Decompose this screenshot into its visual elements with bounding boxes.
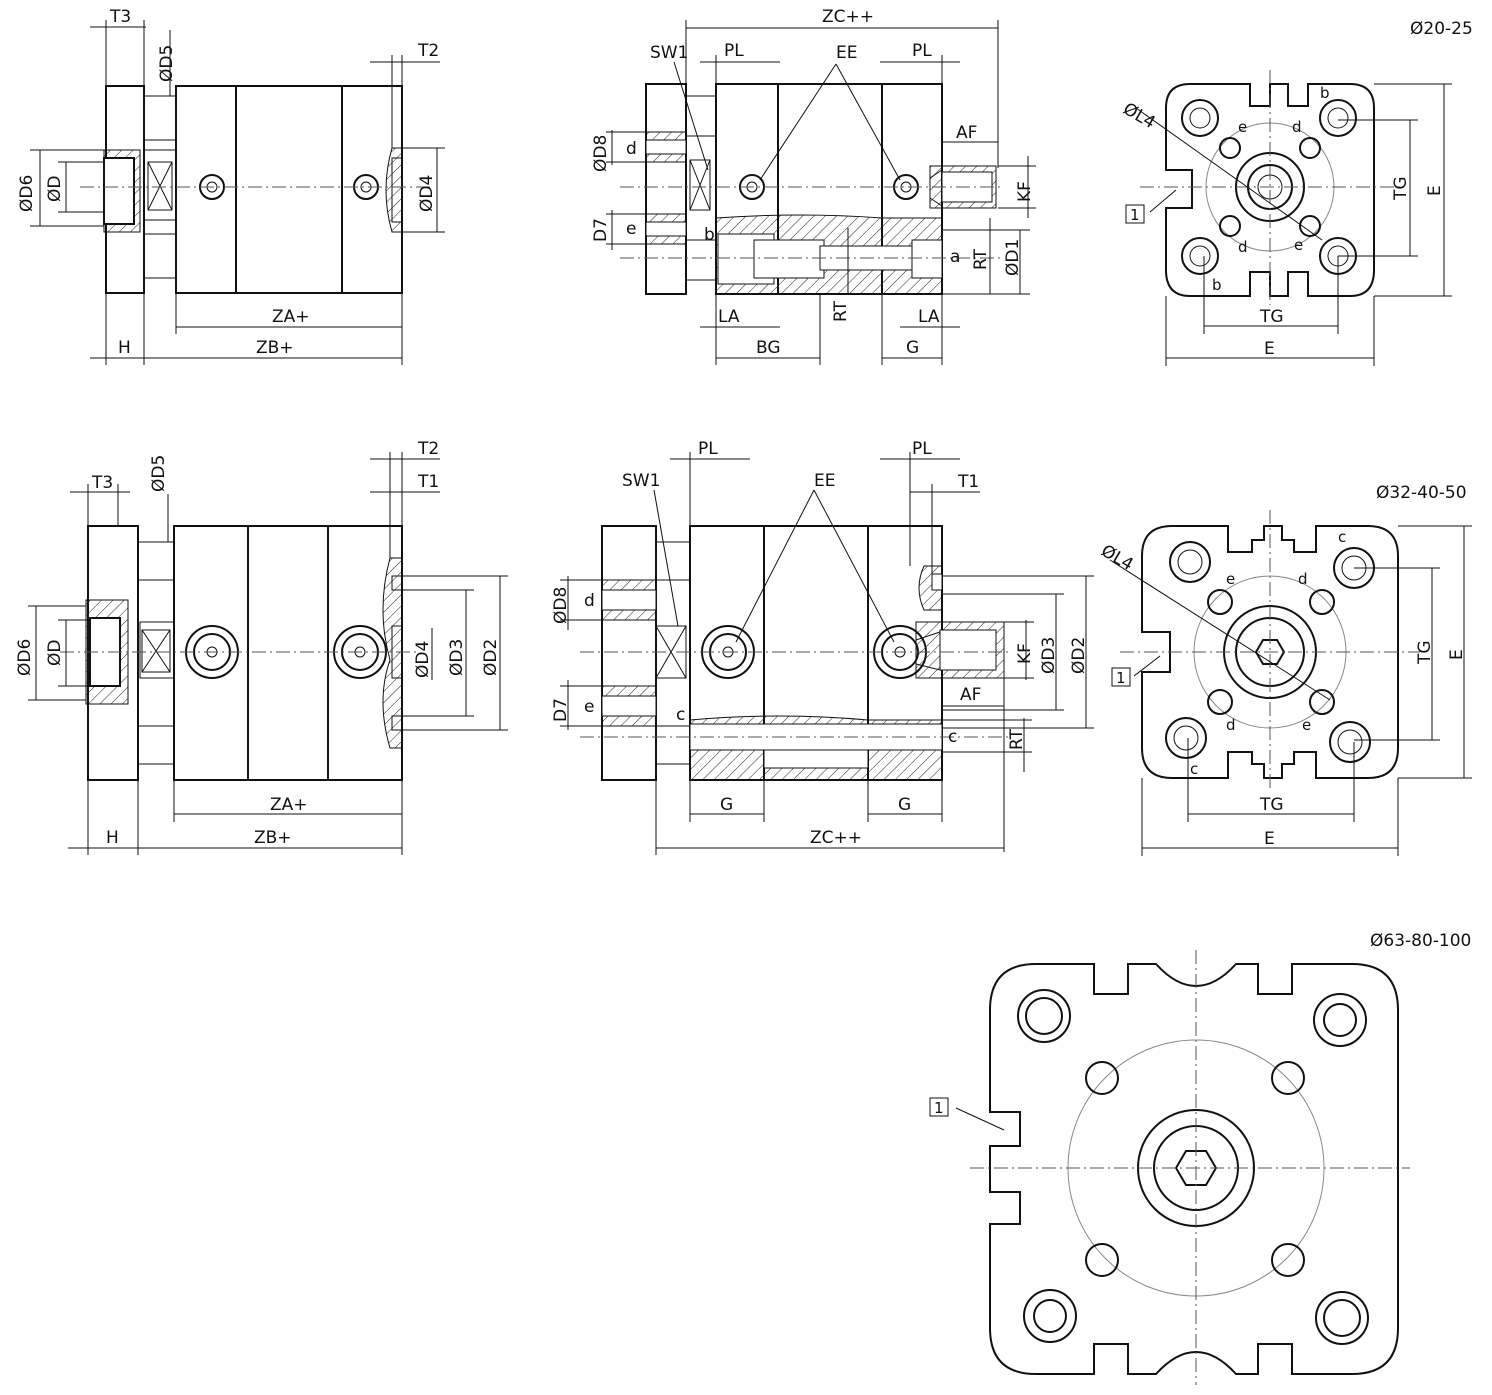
letter-c-end-1: c	[1338, 528, 1346, 546]
dim-D4-top: ØD4	[417, 175, 437, 212]
dim-ZB-mid: ZB+	[254, 828, 292, 848]
dim-T1-mid-sec: T1	[957, 472, 979, 492]
dim-D8-mid: ØD8	[551, 587, 571, 624]
dim-PL-top-left: PL	[724, 41, 744, 61]
dim-D5-top: ØD5	[157, 45, 177, 82]
dim-PL-top-right: PL	[912, 41, 932, 61]
dim-D4-mid: ØD4	[413, 641, 433, 678]
dim-T2-mid: T2	[417, 439, 439, 459]
dim-D2-mid-sec: ØD2	[1069, 637, 1089, 674]
callout-1-large: 1	[934, 1099, 944, 1117]
size-label-small: Ø20-25	[1410, 19, 1473, 39]
dim-EE-top: EE	[836, 43, 857, 63]
callout-1-medium: 1	[1116, 669, 1126, 687]
dim-T3-mid: T3	[91, 473, 113, 493]
dim-E-medium-h: E	[1264, 829, 1275, 849]
dim-KF-mid: KF	[1015, 643, 1035, 664]
dim-TG-small-h: TG	[1259, 307, 1284, 327]
letter-d-end-m2: d	[1226, 716, 1236, 734]
letter-b-end-1: b	[1320, 84, 1330, 102]
letter-c-mid-sec-left: c	[676, 705, 685, 725]
dim-H-top: H	[118, 338, 131, 358]
letter-d-end-m1: d	[1298, 570, 1308, 588]
callout-1-small: 1	[1130, 206, 1140, 224]
dim-E-small-v: E	[1425, 185, 1445, 196]
letter-e-end-m1: e	[1226, 570, 1235, 588]
letter-e-end-m2: e	[1302, 716, 1311, 734]
dim-E-small-h: E	[1264, 339, 1275, 359]
letter-c-mid-sec-right: c	[948, 727, 957, 747]
dim-AF-mid: AF	[960, 685, 981, 705]
dim-D1-top: ØD1	[1003, 239, 1023, 276]
letter-b-top-sec: b	[704, 225, 715, 245]
dim-G-top: G	[906, 338, 919, 358]
dim-LA-top-right: LA	[918, 307, 940, 327]
dim-D7-mid: D7	[551, 698, 571, 722]
dim-D8-top: ØD8	[591, 135, 611, 172]
dim-G-mid-left: G	[720, 795, 733, 815]
section-view-small: ZC++ SW1 PL EE PL AF KF RT ØD1 RT ØD8 D7…	[591, 7, 1036, 365]
dim-L4-small: ØL4	[1120, 99, 1159, 133]
side-view-medium: T3 ØD5 T2 T1 ØD6 ØD ØD4 ØD3 ØD2 ZA+ H ZB…	[15, 439, 508, 855]
dim-RT-top-right: RT	[971, 248, 991, 270]
dim-SW1-top: SW1	[650, 43, 688, 63]
dim-ZC-mid: ZC++	[810, 828, 862, 848]
dim-H-mid: H	[106, 828, 119, 848]
dim-EE-mid: EE	[814, 471, 835, 491]
dim-D6-mid: ØD6	[15, 639, 35, 676]
dim-RT-mid: RT	[1007, 728, 1027, 750]
dim-D-top: ØD	[45, 176, 65, 202]
dim-D3-mid: ØD3	[447, 639, 467, 676]
letter-d-end-2: d	[1238, 238, 1248, 256]
side-view-small: T3 ØD5 T2 ØD6 ØD ØD4 ZA+ H ZB+	[17, 7, 445, 365]
letter-c-end-2: c	[1190, 760, 1198, 778]
dim-T1-mid: T1	[417, 472, 439, 492]
dim-PL-mid-right: PL	[912, 439, 932, 459]
letter-d-top-sec: d	[626, 139, 637, 159]
dim-BG-top: BG	[756, 338, 781, 358]
dim-ZA-top: ZA+	[272, 307, 310, 327]
section-view-medium: PL PL SW1 EE T1 ØD8 D7 d e c c KF ØD3 ØD…	[551, 439, 1094, 855]
dim-L4-medium: ØL4	[1098, 541, 1137, 575]
letter-d-mid-sec: d	[584, 591, 595, 611]
dim-TG-medium-h: TG	[1259, 795, 1284, 815]
size-label-medium: Ø32-40-50	[1376, 483, 1467, 503]
end-view-large: Ø63-80-100 1	[929, 931, 1471, 1385]
letter-e-end-1: e	[1238, 118, 1247, 136]
dim-D7-top: D7	[591, 218, 611, 242]
letter-b-end-2: b	[1212, 276, 1222, 294]
letter-a-top-sec: a	[950, 247, 960, 267]
end-view-medium: Ø32-40-50 1 ØL4 TG E TG E	[1098, 483, 1472, 856]
dim-ZC-top: ZC++	[822, 7, 874, 27]
dim-TG-medium-v: TG	[1415, 640, 1435, 665]
dim-D5-mid: ØD5	[149, 455, 169, 492]
dim-E-medium-v: E	[1447, 649, 1467, 660]
dim-D-mid: ØD	[45, 640, 65, 666]
dim-D2-mid: ØD2	[481, 639, 501, 676]
dim-KF-top: KF	[1015, 181, 1035, 202]
size-label-large: Ø63-80-100	[1370, 931, 1471, 951]
end-view-small: Ø20-25 1 ØL4 TG E TG E	[1120, 19, 1473, 366]
dim-RT-top-mid: RT	[831, 300, 851, 322]
dim-ZA-mid: ZA+	[270, 795, 308, 815]
dim-T3-top: T3	[109, 7, 131, 27]
dim-PL-mid-left: PL	[698, 439, 718, 459]
dim-TG-small-v: TG	[1391, 176, 1411, 201]
dim-AF-top: AF	[956, 123, 977, 143]
dim-G-mid-right: G	[898, 795, 911, 815]
dim-T2-top: T2	[417, 41, 439, 61]
dim-ZB-top: ZB+	[256, 338, 294, 358]
dim-LA-top-left: LA	[718, 307, 740, 327]
dim-D6-top: ØD6	[17, 175, 37, 212]
dim-D3-mid-sec: ØD3	[1039, 637, 1059, 674]
letter-e-mid-sec: e	[584, 697, 594, 717]
letter-e-end-2: e	[1294, 236, 1303, 254]
dim-SW1-mid: SW1	[622, 471, 660, 491]
letter-d-end-1: d	[1292, 118, 1302, 136]
letter-e-top-sec: e	[626, 219, 636, 239]
